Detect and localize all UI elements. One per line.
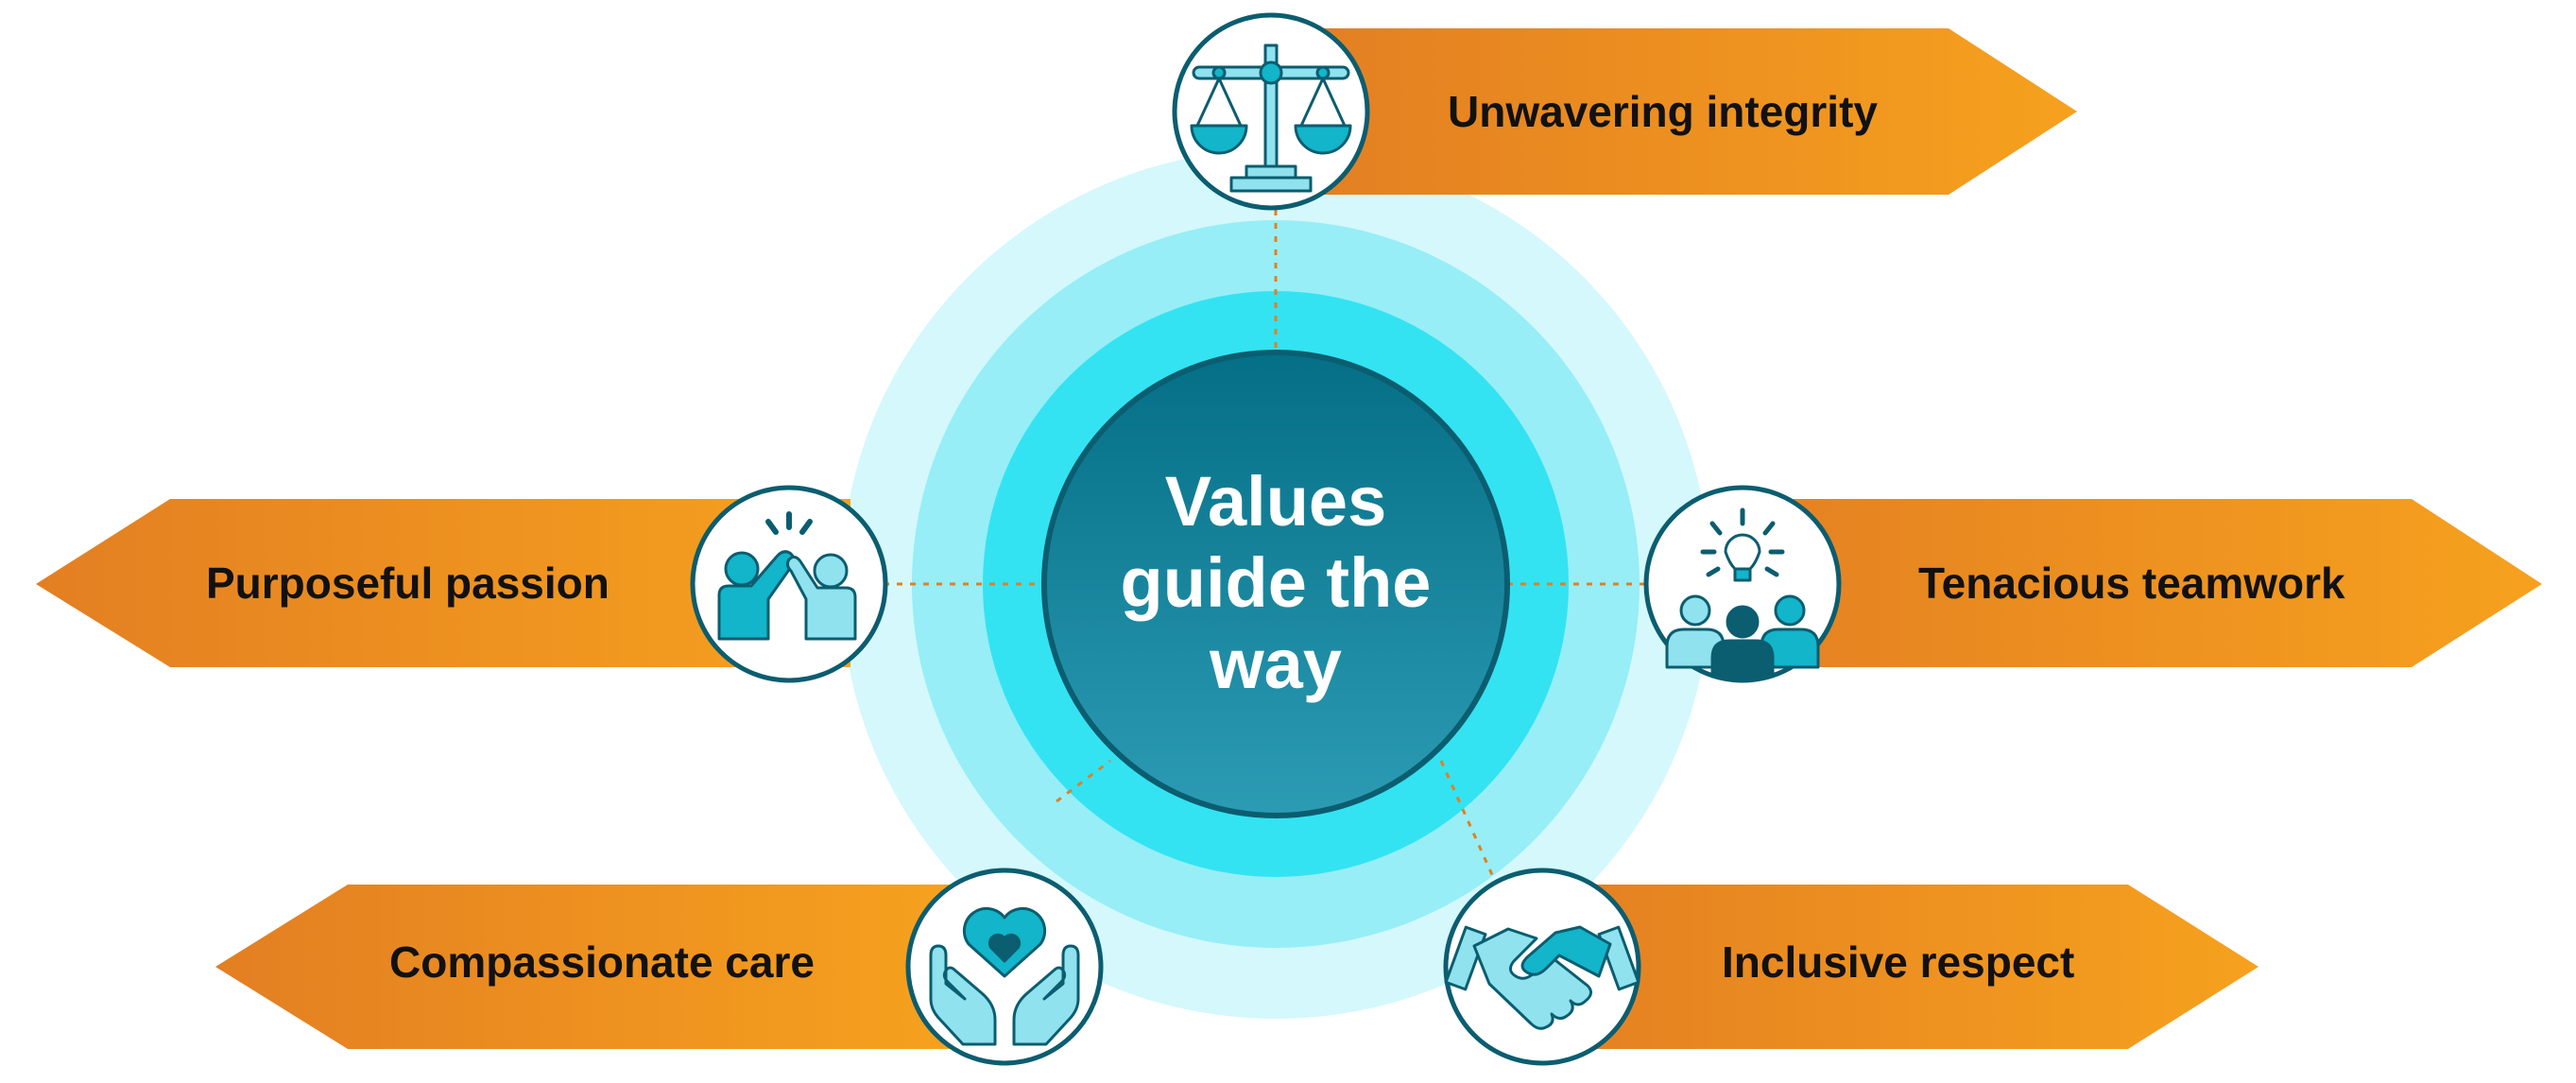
arrow-care (215, 885, 954, 1049)
arrow-integrity (1309, 28, 2077, 195)
value-arrows (36, 28, 2542, 1049)
handshake-icon (1443, 868, 1641, 1066)
label-teamwork: Tenacious teamwork (1918, 559, 2345, 608)
center-line-3: way (1209, 625, 1342, 703)
connectors (884, 210, 1646, 878)
arrow-teamwork (1692, 499, 2542, 667)
center-line-1: Values (1165, 462, 1387, 541)
connector-care (1056, 759, 1111, 803)
label-respect: Inclusive respect (1722, 937, 2074, 987)
label-care: Compassionate care (389, 937, 815, 987)
arrow-passion (36, 499, 850, 667)
label-passion: Purposeful passion (206, 559, 610, 608)
value-labels: Unwavering integrity Purposeful passion … (206, 87, 2345, 987)
center-circle (1041, 350, 1510, 818)
heart-in-hands-icon (905, 868, 1104, 1066)
connector-respect (1439, 760, 1495, 878)
high-five-icon (690, 485, 888, 683)
center-hub: Values guide the way (1041, 350, 1510, 818)
team-lightbulb-icon (1643, 485, 1842, 683)
center-line-2: guide the (1121, 543, 1432, 622)
label-integrity: Unwavering integrity (1448, 87, 1878, 136)
arrow-respect (1531, 885, 2258, 1049)
scales-of-justice-icon (1172, 12, 1370, 211)
